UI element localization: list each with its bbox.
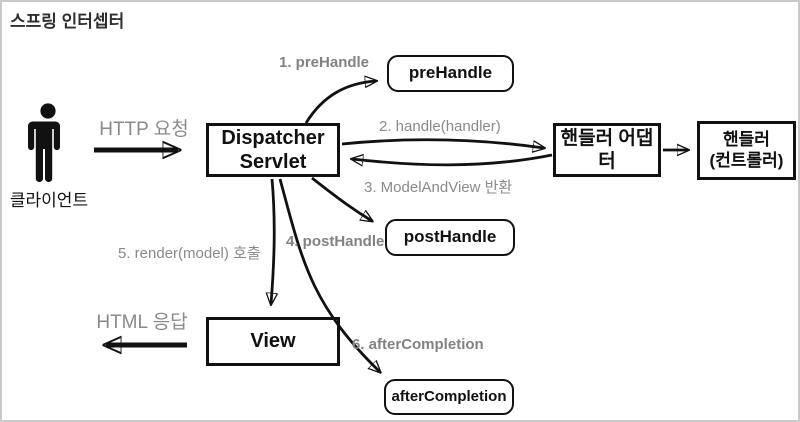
dispatcher-servlet-label-line1: Dispatcher <box>221 126 325 149</box>
dispatcher-servlet-label-line2: Servlet <box>239 151 307 173</box>
view-label: View <box>250 330 296 353</box>
dispatcher-servlet-box: Dispatcher Servlet <box>206 123 340 177</box>
step1-label: 1. preHandle <box>279 54 370 71</box>
handler-adapter-label: 핸들러 어댑터 <box>560 127 654 172</box>
step4-label: 4. postHandle <box>286 233 385 250</box>
prehandle-box: preHandle <box>387 55 514 92</box>
arrow-step2 <box>341 138 544 148</box>
aftercompletion-label: afterCompletion <box>391 387 507 405</box>
step5-label: 5. render(model) 호출 <box>118 245 261 262</box>
handler-label-line1: 핸들러 <box>723 129 770 149</box>
posthandle-label: postHandle <box>403 227 497 247</box>
step2-label: 2. handle(handler) <box>379 118 501 135</box>
handler-controller-box: 핸들러 (컨트롤러) <box>697 121 796 180</box>
arrow-step1 <box>304 81 376 124</box>
prehandle-label: preHandle <box>408 63 493 83</box>
arrow-step3 <box>352 153 553 165</box>
step6-label: 6. afterCompletion <box>352 336 484 353</box>
html-response-label: HTML 응답 <box>96 312 188 333</box>
aftercompletion-box: afterCompletion <box>384 379 514 415</box>
step3-label: 3. ModelAndView 반환 <box>364 179 513 196</box>
client-label: 클라이언트 <box>9 191 89 210</box>
arrow-step4 <box>311 176 372 221</box>
person-icon <box>28 103 60 183</box>
posthandle-box: postHandle <box>385 219 515 256</box>
handler-adapter-box: 핸들러 어댑터 <box>553 123 661 177</box>
view-box: View <box>206 317 340 366</box>
arrow-step5 <box>271 178 274 304</box>
handler-label-line2: (컨트롤러) <box>709 150 784 170</box>
diagram-title: 스프링 인터셉터 <box>10 12 125 31</box>
http-request-label: HTTP 요청 <box>99 119 189 140</box>
